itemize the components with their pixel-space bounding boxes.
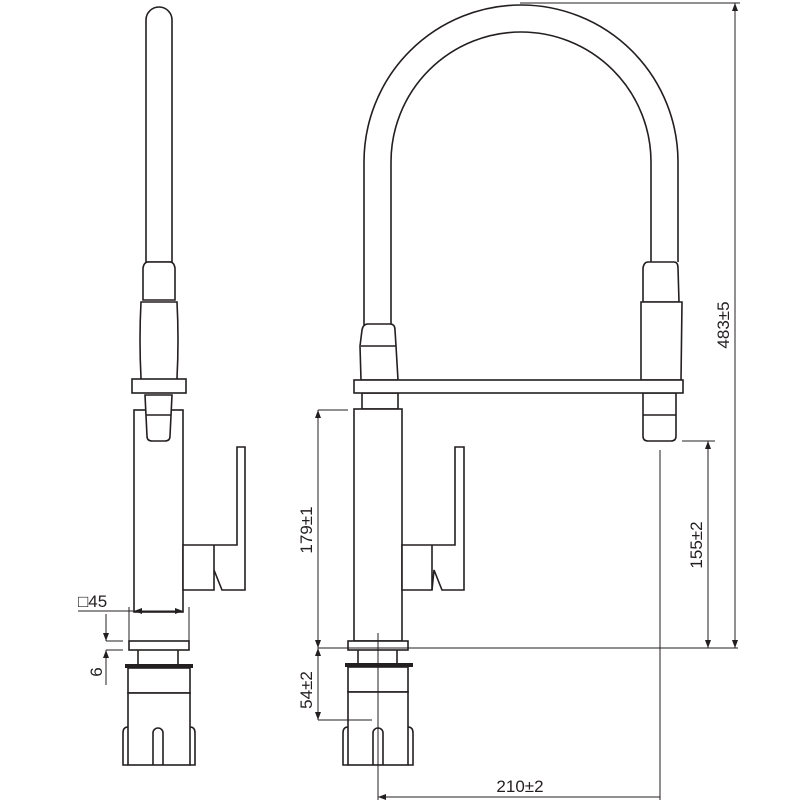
dim-total-height: 483±5 bbox=[714, 301, 733, 348]
side-gasket bbox=[125, 664, 193, 668]
front-left-collar bbox=[359, 323, 399, 381]
front-clamp-bar bbox=[353, 379, 684, 394]
dim-plate-thickness: 6 bbox=[87, 667, 106, 676]
side-collar bbox=[142, 261, 176, 301]
front-nozzle bbox=[642, 392, 677, 442]
side-view bbox=[122, 6, 246, 766]
side-hose bbox=[145, 6, 173, 263]
dim-body-height: 179±1 bbox=[297, 506, 316, 553]
side-clamp bbox=[131, 378, 187, 394]
front-view bbox=[342, 4, 684, 766]
side-base-plate bbox=[128, 640, 190, 651]
dimension-labels: □45 6 179±1 54±2 210±2 155±2 483±5 bbox=[78, 301, 733, 796]
side-nut bbox=[127, 692, 191, 766]
front-gasket bbox=[345, 663, 413, 667]
front-sprayer bbox=[640, 301, 683, 381]
front-neck bbox=[361, 392, 399, 410]
dim-base-square: □45 bbox=[78, 592, 107, 611]
dim-base-height: 54±2 bbox=[297, 671, 316, 709]
front-body bbox=[353, 408, 403, 642]
side-handle bbox=[182, 446, 246, 591]
dim-spout-height: 155±2 bbox=[687, 521, 706, 568]
front-right-collar bbox=[642, 261, 680, 303]
side-nozzle bbox=[144, 394, 173, 442]
side-body bbox=[133, 409, 184, 613]
dim-reach: 210±2 bbox=[496, 777, 543, 796]
side-shank bbox=[127, 667, 191, 694]
front-hose-arc bbox=[363, 4, 679, 325]
dimension-lines bbox=[78, 2, 740, 800]
front-handle bbox=[401, 446, 465, 591]
